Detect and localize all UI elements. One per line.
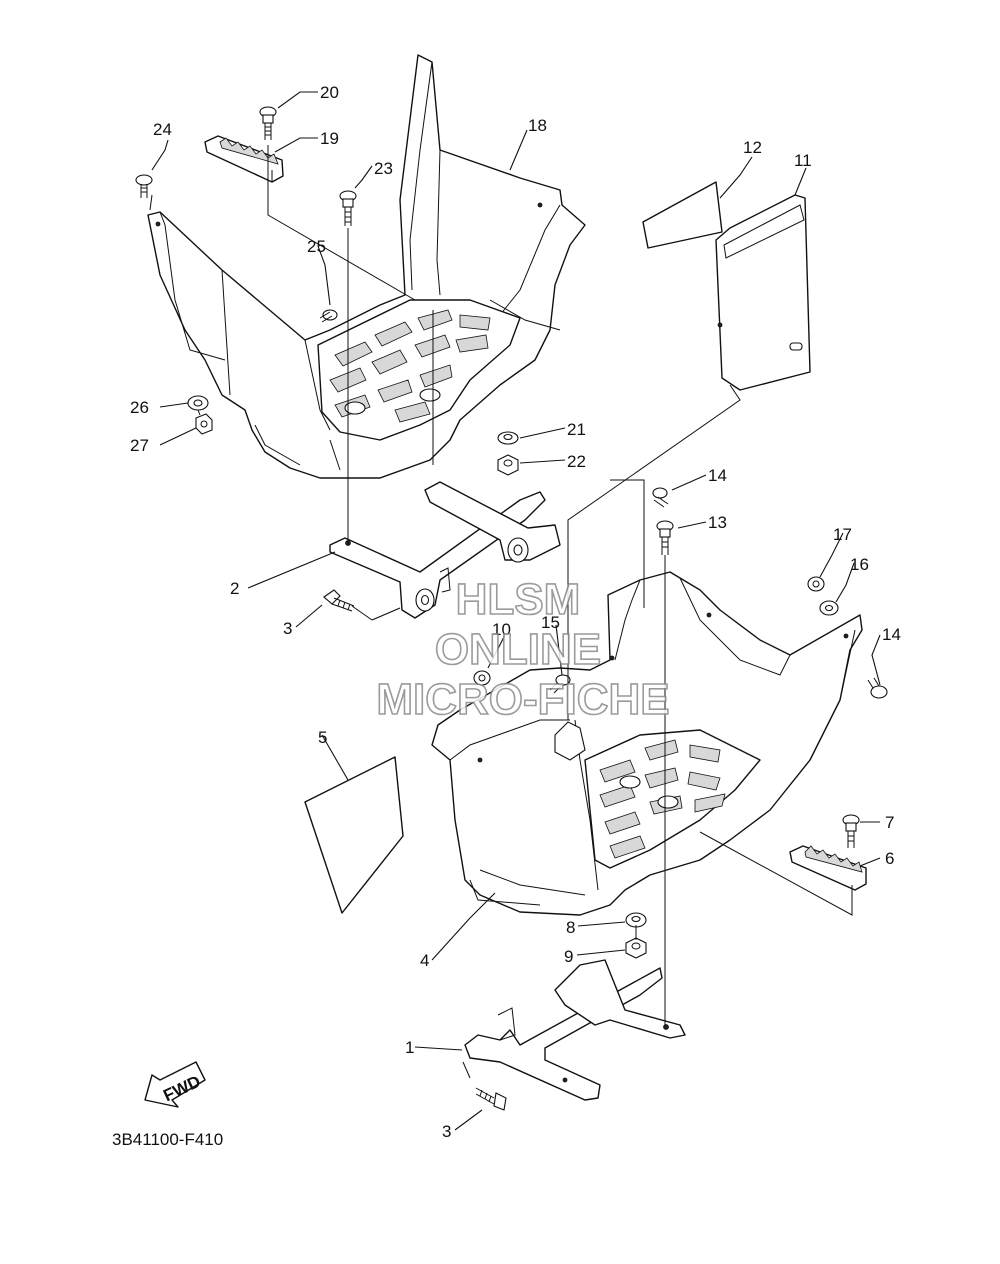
bolt-24 (135, 174, 153, 198)
lower-footrest-assembly (431, 571, 863, 916)
callout-20: 20 (320, 83, 339, 102)
callout-9: 9 (564, 947, 573, 966)
callout-2: 2 (230, 579, 239, 598)
washer-21 (497, 431, 519, 445)
watermark-line-2: ONLINE (435, 625, 601, 674)
callout-14-upper: 14 (708, 466, 727, 485)
nut-10 (473, 670, 491, 686)
callout-labels: 20 19 24 23 18 12 11 25 26 27 21 22 2 3 … (130, 83, 901, 1141)
bolt-14-lower (867, 677, 888, 699)
callout-3-lower: 3 (442, 1122, 451, 1141)
nut-22 (497, 454, 519, 476)
washer-8 (625, 912, 647, 928)
washer-16 (819, 600, 839, 616)
bolt-3-lower (475, 1087, 507, 1111)
cover-11 (715, 194, 811, 391)
bolt-7 (842, 814, 860, 848)
callout-4: 4 (420, 951, 429, 970)
footrest-bar-19 (204, 135, 284, 183)
watermark-line-3: MICRO-FICHE (376, 675, 669, 724)
bolt-25 (319, 309, 338, 323)
bolt-15 (549, 674, 571, 694)
nut-27 (195, 413, 213, 435)
callout-13: 13 (708, 513, 727, 532)
watermark: HLSM ONLINE MICRO-FICHE (376, 574, 671, 725)
callout-8: 8 (566, 918, 575, 937)
fwd-arrow: FWD (144, 1061, 206, 1108)
footrest-bar-6 (789, 845, 867, 891)
callout-25: 25 (307, 237, 326, 256)
callout-3-upper: 3 (283, 619, 292, 638)
callout-14-lower: 14 (882, 625, 901, 644)
callout-10: 10 (492, 620, 511, 639)
callout-23: 23 (374, 159, 393, 178)
washer-26 (187, 395, 209, 411)
callout-7: 7 (885, 813, 894, 832)
callout-19: 19 (320, 129, 339, 148)
nut-9 (625, 937, 647, 959)
callout-17: 17 (833, 525, 852, 544)
callout-27: 27 (130, 436, 149, 455)
decal-12 (642, 181, 723, 249)
watermark-line-1: HLSM (456, 575, 581, 624)
bolt-20 (259, 106, 277, 140)
callout-1: 1 (405, 1038, 414, 1057)
bolt-13 (656, 520, 674, 555)
decal-5 (304, 756, 404, 914)
bolt-23 (339, 190, 357, 226)
bracket-1 (464, 959, 686, 1101)
callout-6: 6 (885, 849, 894, 868)
callout-21: 21 (567, 420, 586, 439)
callout-15: 15 (541, 613, 560, 632)
callout-12: 12 (743, 138, 762, 157)
bolt-14-upper (652, 487, 669, 508)
callout-16: 16 (850, 555, 869, 574)
nut-17 (807, 576, 825, 592)
bolt-3-upper (323, 589, 355, 612)
callout-11: 11 (794, 151, 812, 170)
reference-code: 3B41100-F410 (112, 1130, 223, 1149)
callout-26: 26 (130, 398, 149, 417)
callout-22: 22 (567, 452, 586, 471)
leader-lines (149, 91, 881, 1131)
callout-18: 18 (528, 116, 547, 135)
upper-footrest-assembly (147, 54, 586, 479)
bracket-2 (329, 481, 561, 619)
callout-24: 24 (153, 120, 172, 139)
callout-5: 5 (318, 728, 327, 747)
